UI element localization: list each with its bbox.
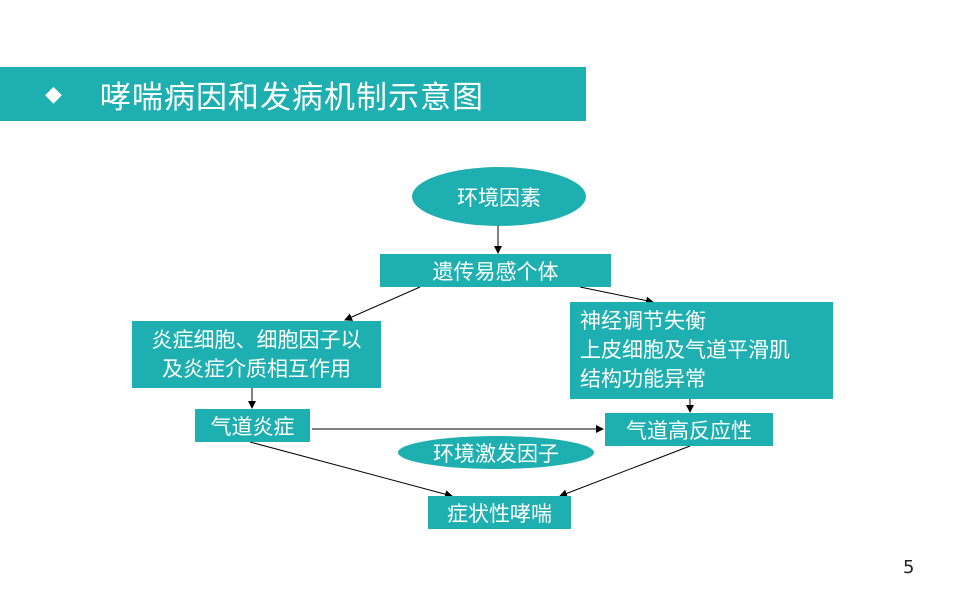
inflammatory-line-1: 炎症细胞、细胞因子以	[151, 327, 362, 352]
title-bar: ◆ 哮喘病因和发病机制示意图	[0, 67, 586, 121]
diamond-bullet-icon: ◆	[45, 81, 62, 107]
slide-title: 哮喘病因和发病机制示意图	[100, 79, 484, 116]
arrow-genetic-to-inflammatory	[344, 286, 421, 321]
neural-line-2: 上皮细胞及气道平滑肌	[580, 338, 790, 362]
node-airway-hyperreactivity: 气道高反应性	[605, 413, 773, 446]
node-symptomatic-asthma: 症状性哮喘	[428, 496, 571, 529]
page-number: 5	[903, 557, 915, 578]
node-environmental-trigger: 环境激发因子	[398, 436, 594, 469]
neural-line-1: 神经调节失衡	[580, 309, 706, 333]
inflammatory-line-2: 及炎症介质相互作用	[162, 356, 351, 381]
node-environment-factors: 环境因素	[412, 167, 586, 226]
node-neural-structural: 神经调节失衡 上皮细胞及气道平滑肌 结构功能异常	[570, 302, 833, 399]
arrow-inflammation-to-asthma	[249, 441, 453, 499]
arrow-hyperreactivity-to-asthma	[559, 445, 691, 498]
neural-line-3: 结构功能异常	[580, 367, 706, 391]
node-genetic-susceptibility: 遗传易感个体	[380, 254, 611, 287]
arrow-genetic-to-neural	[579, 286, 654, 305]
node-inflammatory-interaction: 炎症细胞、细胞因子以 及炎症介质相互作用	[132, 321, 381, 388]
node-airway-inflammation: 气道炎症	[195, 409, 310, 442]
